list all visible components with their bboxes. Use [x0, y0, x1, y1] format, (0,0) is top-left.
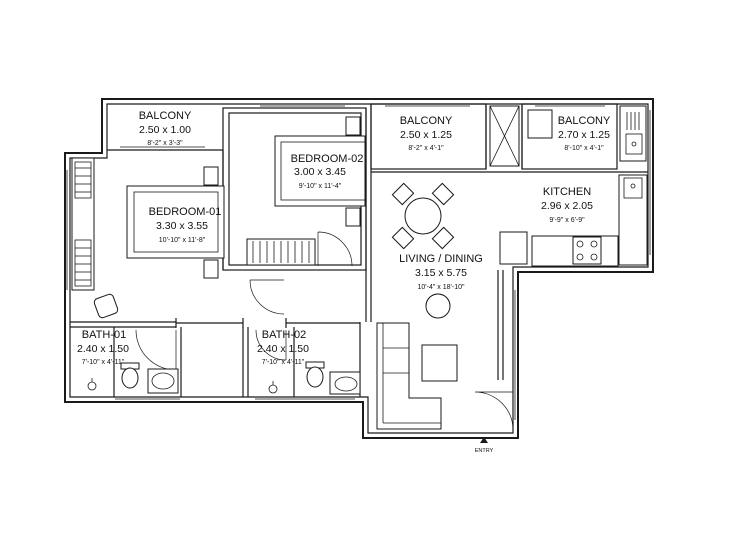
room-dimension-imperial: 10'-4" x 18'-10" [418, 284, 465, 291]
room-name: LIVING / DINING [399, 253, 483, 265]
room-dimension: 3.15 x 5.75 [415, 267, 467, 279]
room-dimension: 2.70 x 1.25 [558, 129, 610, 141]
room-dimension-imperial: 9'-9" x 6'-9" [549, 217, 585, 224]
room-name: KITCHEN [543, 186, 591, 198]
coffee-table [421, 344, 458, 382]
room-name: BEDROOM-01 [149, 206, 222, 218]
balcony-fixtures [489, 105, 647, 167]
room-name: BATH-01 [82, 329, 126, 341]
room-label-bedroom-02: BEDROOM-02 3.00 x 3.45 9'-10" x 11'-4" [291, 153, 364, 190]
room-label-bath-02: BATH-02 2.40 x 1.50 7'-10" x 4'-11" [257, 329, 309, 366]
room-dimension-imperial: 7'-10" x 4'-11" [262, 359, 305, 366]
dining-table [391, 182, 455, 250]
room-dimension-imperial: 8'-2" x 3'-3" [147, 140, 183, 147]
room-label-balcony-3: BALCONY 2.70 x 1.25 8'-10" x 4'-1" [558, 115, 611, 152]
room-dimension: 2.50 x 1.00 [139, 124, 191, 136]
bath-02-fixtures [268, 361, 361, 395]
room-dimension: 2.96 x 2.05 [541, 200, 593, 212]
room-name: BALCONY [139, 110, 192, 122]
bed-bedroom-02 [274, 116, 366, 227]
room-name: BATH-02 [262, 329, 306, 341]
entry-marker: ENTRY [475, 437, 494, 454]
room-label-bath-01: BATH-01 2.40 x 1.50 7'-10" x 4'-11" [77, 329, 129, 366]
room-dimension: 3.30 x 3.55 [156, 220, 208, 232]
sofa [376, 322, 442, 430]
lounge-chair [425, 293, 451, 319]
bed-bedroom-01 [126, 166, 225, 279]
room-label-living: LIVING / DINING 3.15 x 5.75 10'-4" x 18'… [399, 253, 483, 291]
room-label-kitchen: KITCHEN 2.96 x 2.05 9'-9" x 6'-9" [541, 186, 593, 224]
room-label-balcony-2: BALCONY 2.50 x 1.25 8'-2" x 4'-1" [400, 115, 453, 152]
room-name: BALCONY [558, 115, 611, 127]
room-label-balcony-1: BALCONY 2.50 x 1.00 8'-2" x 3'-3" [139, 110, 192, 147]
bath-01-fixtures [87, 362, 179, 394]
room-name: BALCONY [400, 115, 453, 127]
room-dimension-imperial: 7'-10" x 4'-11" [82, 359, 125, 366]
kitchen-fixtures [499, 174, 648, 267]
room-dimension-imperial: 9'-10" x 11'-4" [299, 183, 342, 190]
room-dimension: 2.50 x 1.25 [400, 129, 452, 141]
exterior-walls [64, 98, 654, 439]
room-dimension-imperial: 8'-10" x 4'-1" [564, 145, 604, 152]
room-dimension: 2.40 x 1.50 [257, 343, 309, 355]
wardrobe-left [71, 157, 95, 291]
room-label-bedroom-01: BEDROOM-01 3.30 x 3.55 10'-10" x 11'-8" [149, 206, 222, 244]
room-dimension: 2.40 x 1.50 [77, 343, 129, 355]
entry-label: ENTRY [475, 448, 494, 454]
armchair [93, 293, 119, 319]
room-dimension-imperial: 8'-2" x 4'-1" [408, 145, 444, 152]
room-name: BEDROOM-02 [291, 153, 364, 165]
wardrobe-bedroom-02 [246, 238, 316, 266]
room-dimension-imperial: 10'-10" x 11'-8" [159, 237, 206, 244]
room-dimension: 3.00 x 3.45 [294, 166, 346, 178]
